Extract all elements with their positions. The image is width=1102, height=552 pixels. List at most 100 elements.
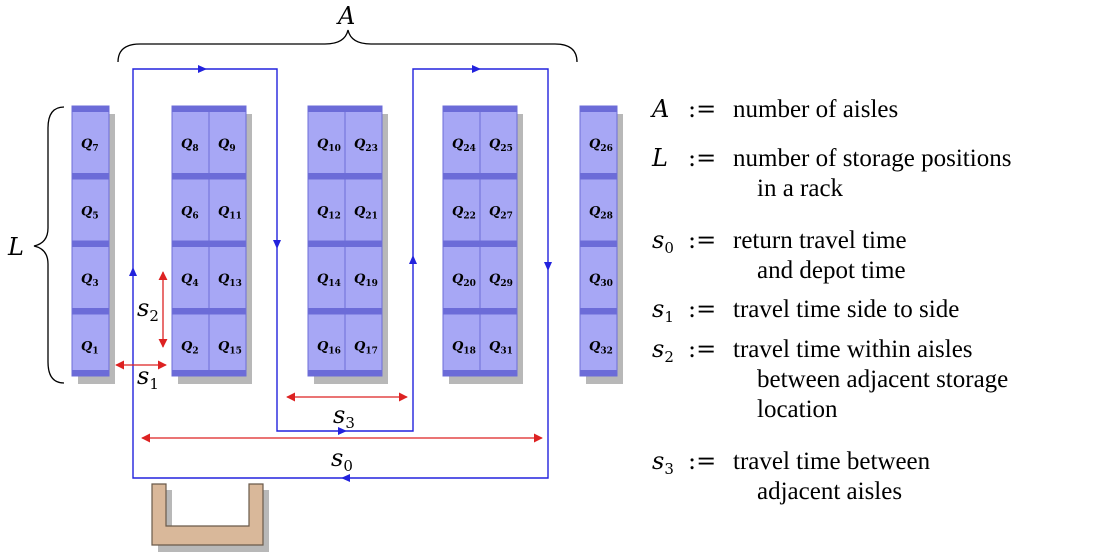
shelf-band — [443, 308, 480, 315]
storage-cell: Q21 — [344, 173, 383, 242]
shelf-band — [172, 308, 209, 315]
storage-cell-label: Q16 — [317, 340, 341, 357]
depot — [151, 483, 269, 552]
legend-operator: := — [688, 295, 716, 323]
storage-cell-label: Q17 — [354, 340, 378, 357]
legend-definition-line: number of storage positions — [733, 145, 1011, 172]
shelf-band — [308, 370, 345, 376]
shelf-band — [443, 241, 480, 247]
storage-cell: Q28 — [579, 173, 618, 242]
storage-cell: Q25 — [479, 105, 518, 174]
shelf-band — [209, 308, 246, 315]
shelf-band — [580, 370, 617, 376]
storage-cell: Q5 — [71, 173, 110, 242]
storage-cell-box — [579, 240, 618, 309]
storage-cell: Q17 — [344, 308, 383, 377]
storage-cell-label: Q3 — [81, 272, 99, 289]
storage-cell-label: Q13 — [218, 272, 242, 289]
route-arrow-aisle3-up — [409, 255, 417, 264]
shelf-band — [72, 173, 109, 180]
rack-length-brace — [33, 106, 65, 384]
storage-cell-label: Q26 — [589, 137, 613, 154]
shelf-band — [172, 173, 209, 180]
storage-cell-label: Q2 — [181, 340, 199, 357]
shelf-band — [308, 106, 345, 112]
storage-cell: Q31 — [479, 308, 518, 377]
s1-label: s1 — [137, 362, 159, 393]
storage-cell-label: Q18 — [452, 340, 476, 357]
storage-cell: Q11 — [208, 173, 247, 242]
shelf-band — [480, 370, 517, 376]
shelf-band — [480, 308, 517, 315]
storage-cell-label: Q14 — [317, 272, 341, 289]
legend-definition-line: return travel time — [733, 227, 907, 254]
storage-cell: Q6 — [171, 173, 210, 242]
storage-cell-box — [208, 105, 247, 174]
shelf-band — [209, 370, 246, 376]
legend-symbol: L — [651, 144, 668, 172]
legend-operator: := — [688, 144, 716, 172]
picker-route — [129, 65, 552, 482]
storage-cell-box — [479, 173, 518, 242]
legend-operator: := — [688, 95, 716, 123]
storage-cell: Q32 — [579, 308, 618, 377]
storage-cell-box — [442, 105, 481, 174]
shelf-band — [443, 173, 480, 180]
legend-symbol: s3 — [652, 447, 674, 478]
storage-cell-box — [171, 240, 210, 309]
dimension-arrows — [115, 271, 543, 443]
storage-cell-label: Q21 — [354, 205, 378, 222]
legend-symbol: s0 — [652, 226, 674, 257]
legend-definition-line: adjacent aisles — [757, 478, 902, 505]
storage-cell-label: Q9 — [218, 137, 236, 154]
storage-cell-box — [479, 308, 518, 377]
aisles-brace — [117, 29, 578, 63]
storage-cell: Q8 — [171, 105, 210, 174]
shelf-band — [345, 308, 382, 315]
storage-cell-label: Q30 — [589, 272, 613, 289]
legend-definition-line: and depot time — [757, 257, 906, 284]
storage-cell-label: Q4 — [181, 272, 199, 289]
storage-cell: Q30 — [579, 240, 618, 309]
route-arrow-left-up — [129, 267, 137, 276]
legend-definition-line: location — [757, 396, 838, 423]
storage-cell: Q24 — [442, 105, 481, 174]
storage-cell-box — [307, 240, 346, 309]
storage-cell: Q18 — [442, 308, 481, 377]
storage-cell-box — [442, 240, 481, 309]
storage-cell-box — [479, 240, 518, 309]
storage-cell: Q2 — [171, 308, 210, 377]
legend-definition-line: between adjacent storage — [757, 366, 1008, 393]
storage-cell: Q12 — [307, 173, 346, 242]
storage-cell-label: Q32 — [589, 340, 613, 357]
shelf-band — [480, 173, 517, 180]
shelf-band — [172, 370, 209, 376]
storage-cell-box — [344, 173, 383, 242]
storage-cell-label: Q7 — [81, 137, 99, 154]
storage-cell-label: Q1 — [81, 340, 99, 357]
storage-cell-box — [71, 105, 110, 174]
storage-cell: Q1 — [71, 308, 110, 377]
route-arrow-top-right — [472, 65, 481, 73]
aisles-symbol: A — [336, 2, 355, 30]
shelf-band — [580, 308, 617, 315]
shelf-band — [308, 308, 345, 315]
shelf-band — [209, 241, 246, 247]
shelf-band — [209, 173, 246, 180]
storage-cell-label: Q12 — [317, 205, 341, 222]
storage-cell-label: Q27 — [489, 205, 513, 222]
route-path — [132, 68, 549, 479]
storage-cell: Q4 — [171, 240, 210, 309]
shelf-band — [480, 241, 517, 247]
legend-operator: := — [688, 335, 716, 363]
storage-cell-label: Q28 — [589, 205, 613, 222]
shelf-band — [72, 308, 109, 315]
storage-cell-box — [171, 173, 210, 242]
route-arrow-top-left — [198, 65, 207, 73]
